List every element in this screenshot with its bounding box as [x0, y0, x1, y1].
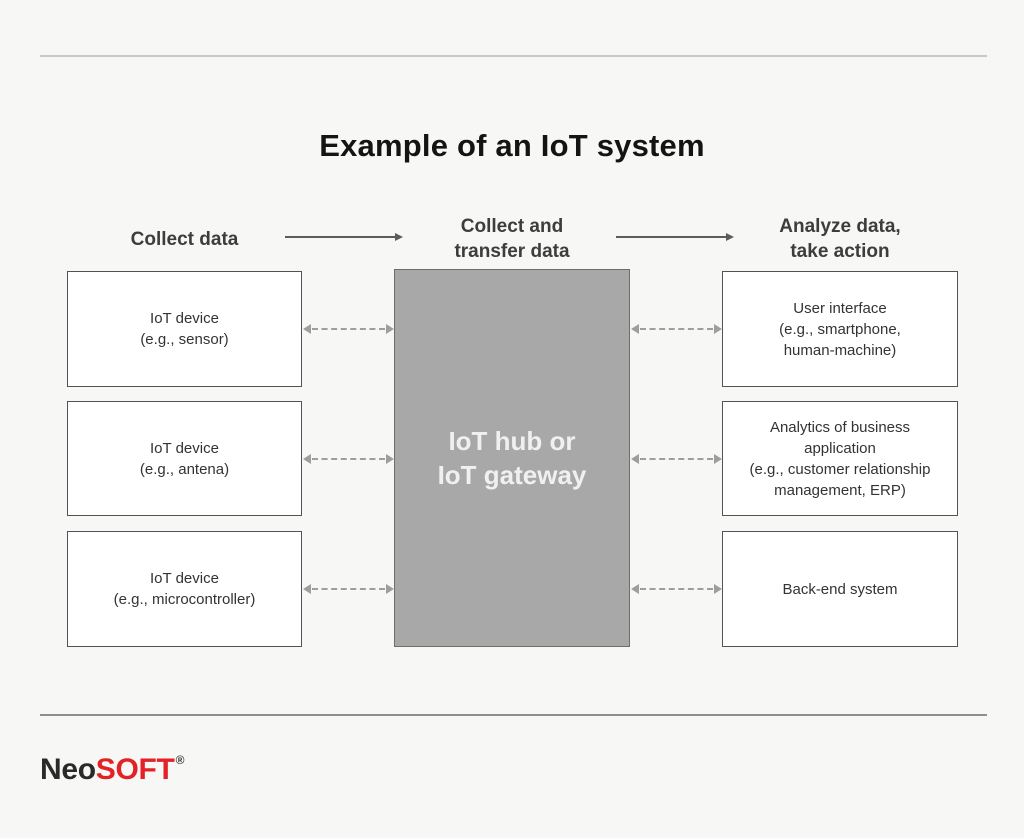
registered-trademark-icon: ®: [175, 753, 185, 767]
top-divider: [40, 55, 987, 57]
device-box-antena: IoT device (e.g., antena): [67, 401, 302, 516]
arrow-head-right-icon: [714, 454, 722, 464]
dashed-double-arrow-icon-hub-userinterface: [631, 323, 722, 335]
logo-text-neo: Neo: [40, 753, 96, 786]
arrow-head-right-icon: [395, 233, 403, 241]
dashed-line: [640, 588, 713, 590]
arrow-head-left-icon: [631, 324, 639, 334]
arrow-head-right-icon: [386, 324, 394, 334]
dashed-double-arrow-icon-hub-analytics: [631, 453, 722, 465]
arrow-shaft: [285, 236, 395, 238]
iot-hub-box: IoT hub or IoT gateway: [394, 269, 630, 647]
arrow-shaft: [616, 236, 726, 238]
arrow-head-right-icon: [714, 324, 722, 334]
arrow-head-right-icon: [726, 233, 734, 241]
arrow-head-left-icon: [303, 324, 311, 334]
output-box-label: Analytics of business application (e.g.,…: [749, 418, 931, 499]
diagram-title: Example of an IoT system: [319, 128, 705, 163]
dashed-line: [312, 588, 385, 590]
output-box-backend: Back-end system: [722, 531, 958, 647]
dashed-double-arrow-icon-antena-hub: [303, 453, 394, 465]
dashed-line: [640, 328, 713, 330]
dashed-double-arrow-icon-microcontroller-hub: [303, 583, 394, 595]
arrow-head-right-icon: [386, 454, 394, 464]
device-box-label: IoT device (e.g., antena): [139, 439, 230, 478]
dashed-line: [312, 458, 385, 460]
bottom-divider: [40, 714, 987, 716]
dashed-double-arrow-icon-sensor-hub: [303, 323, 394, 335]
device-box-label: IoT device (e.g., sensor): [140, 310, 229, 348]
arrow-head-left-icon: [303, 584, 311, 594]
device-box-microcontroller: IoT device (e.g., microcontroller): [67, 531, 302, 647]
output-box-label: User interface (e.g., smartphone, human-…: [779, 299, 901, 359]
iot-hub-label: IoT hub or IoT gateway: [437, 426, 587, 490]
arrow-head-right-icon: [714, 584, 722, 594]
dashed-line: [640, 458, 713, 460]
dashed-double-arrow-icon-hub-backend: [631, 583, 722, 595]
output-box-user-interface: User interface (e.g., smartphone, human-…: [722, 271, 958, 387]
logo-text-soft: SOFT: [95, 753, 175, 786]
stage-header-analyze-data: Analyze data, take action: [779, 216, 901, 262]
arrow-head-right-icon: [386, 584, 394, 594]
stage-header-collect-transfer-data: Collect and transfer data: [454, 216, 570, 262]
arrow-head-left-icon: [631, 584, 639, 594]
arrow-head-left-icon: [303, 454, 311, 464]
device-box-sensor: IoT device (e.g., sensor): [67, 271, 302, 387]
stage-header-collect-data: Collect data: [130, 229, 239, 250]
arrow-head-left-icon: [631, 454, 639, 464]
flow-arrow-icon-transfer-to-analyze: [616, 231, 734, 243]
output-box-analytics: Analytics of business application (e.g.,…: [722, 401, 958, 516]
device-box-label: IoT device (e.g., microcontroller): [113, 570, 256, 608]
dashed-line: [312, 328, 385, 330]
flow-arrow-icon-collect-to-transfer: [285, 231, 403, 243]
output-box-label: Back-end system: [782, 580, 898, 598]
